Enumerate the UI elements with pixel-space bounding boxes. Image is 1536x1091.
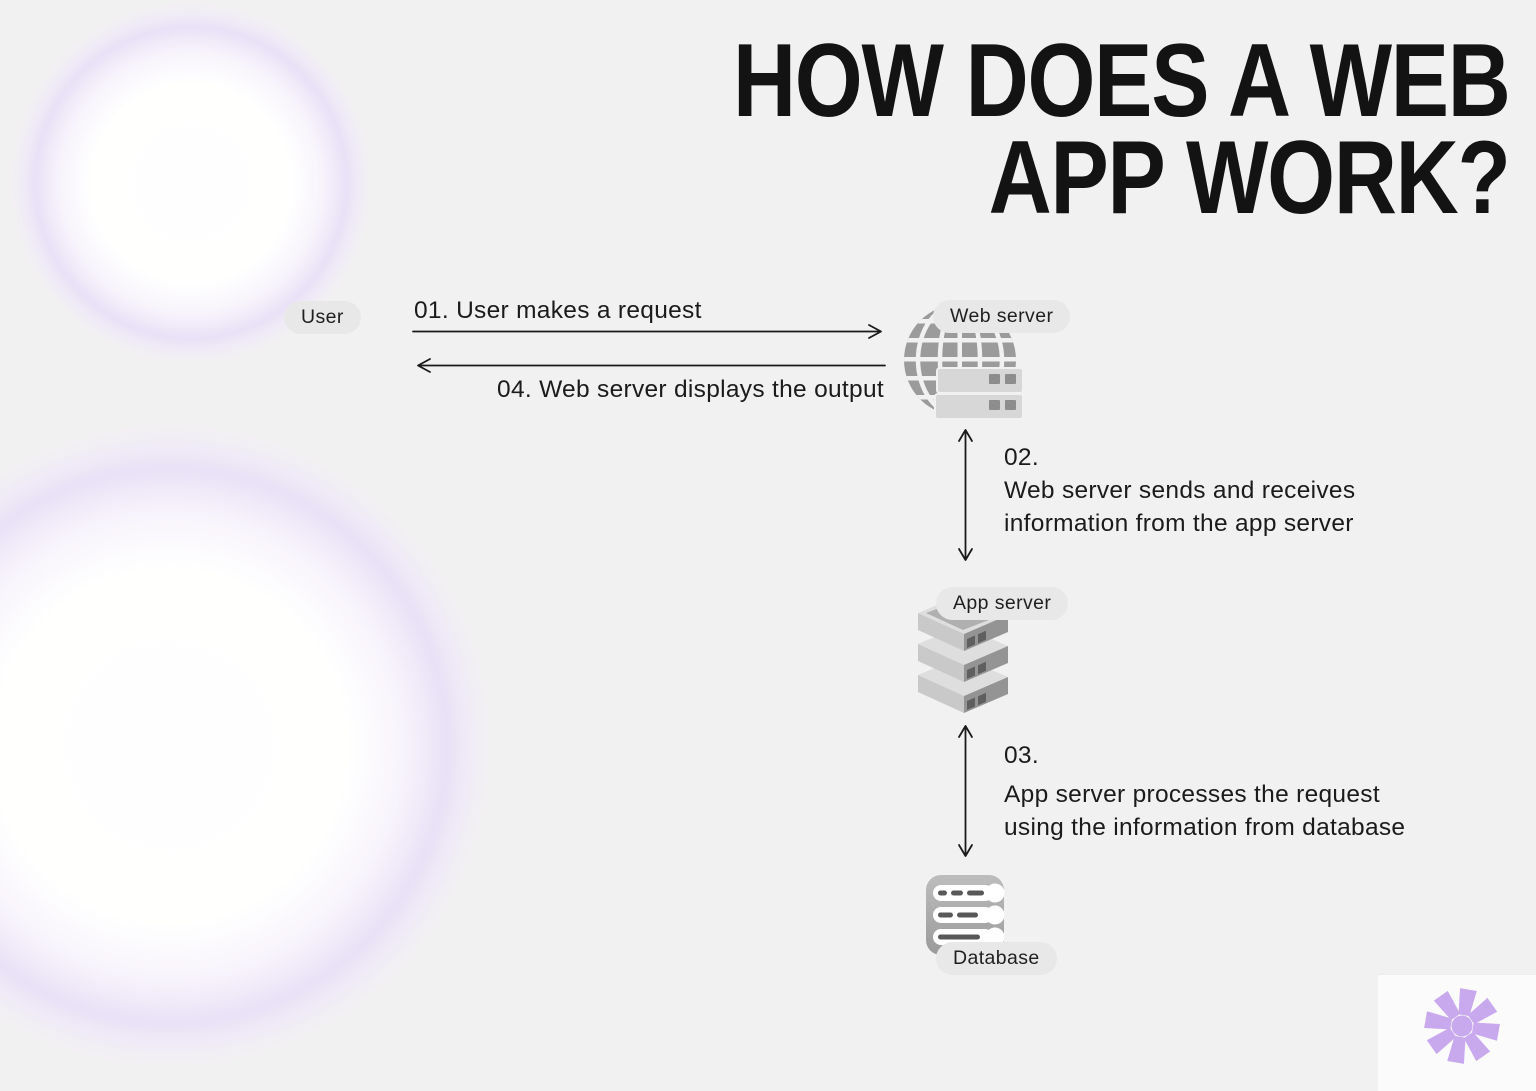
title-line-1: HOW DOES A WEB [733,23,1511,139]
step-3-number: 03. [1004,742,1039,769]
step-2-description: 02. Web server sends and receives inform… [1004,441,1355,540]
step-4-label: 04. Web server displays the output [497,376,884,403]
step-2-line-1: Web server sends and receives [1004,477,1356,504]
arrow-web-server-to-user [410,355,890,376]
asterisk-icon [1420,984,1504,1073]
database-icon [925,874,1007,958]
arrow-user-to-web-server [410,321,890,342]
step-2-number: 02. [1004,444,1039,471]
web-server-node-label: Web server [933,300,1071,333]
step-3-line-1: App server processes the request [1004,781,1380,808]
page-title: HOW DOES A WEB APP WORK? [733,23,1511,236]
user-node-text: User [301,306,344,328]
web-server-node-text: Web server [950,305,1054,327]
database-node-label: Database [936,942,1057,975]
app-server-node-text: App server [953,592,1052,614]
user-node-label: User [284,301,361,334]
app-server-node-label: App server [936,587,1069,620]
title-line-2: APP WORK? [989,120,1511,236]
step-3-line-2: using the information from database [1004,814,1406,841]
step-1-label: 01. User makes a request [414,297,702,324]
halo-circle-decoration [0,424,492,1068]
database-node-text: Database [953,947,1040,969]
step-3-description: 03. App server processes the request usi… [1004,739,1405,844]
step-2-line-2: information from the app server [1004,510,1354,537]
arrow-app-server-database [955,723,976,859]
arrow-web-server-app-server [955,427,976,563]
